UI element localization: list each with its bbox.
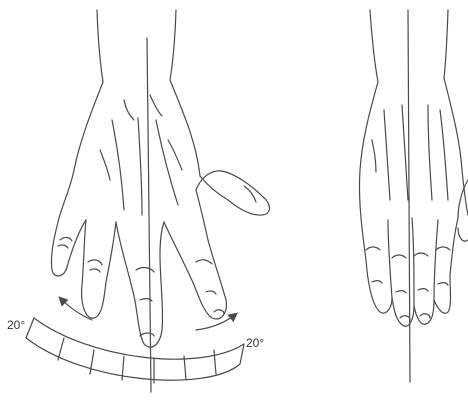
right-angle-label: 20°: [246, 336, 264, 350]
left-axis-line: [147, 38, 151, 392]
left-deviation-arrow: [60, 298, 92, 320]
goniometer-scale: [26, 318, 244, 383]
right-deviation-arrow: [196, 314, 236, 330]
right-hand: [359, 10, 468, 326]
left-angle-label: 20°: [7, 318, 25, 332]
left-hand: [51, 10, 269, 347]
